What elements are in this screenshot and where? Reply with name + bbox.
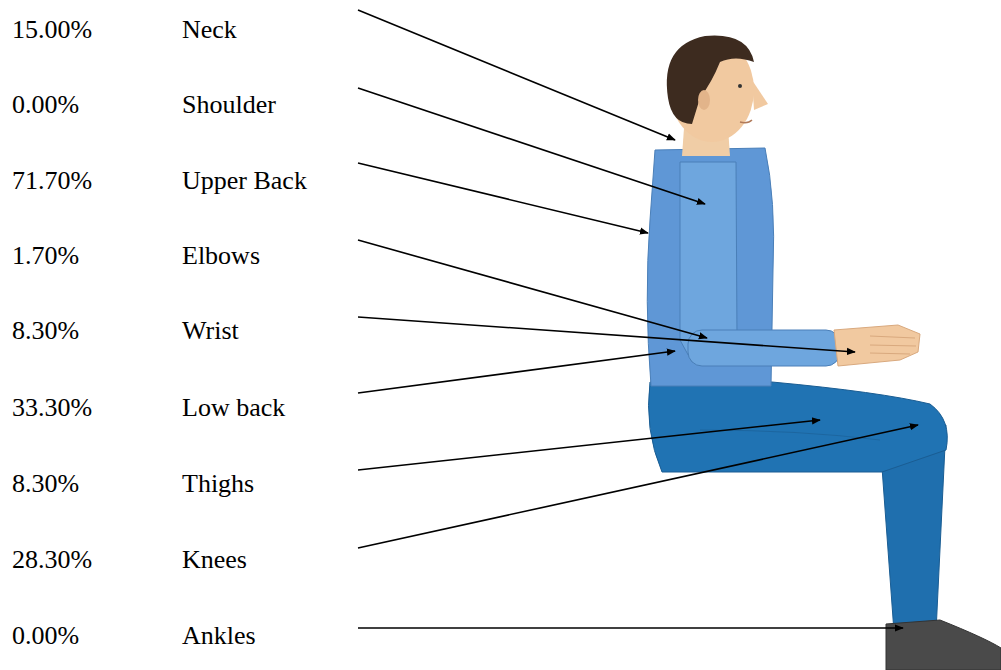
body-part-name: Wrist [182,316,239,346]
percentage-value: 0.00% [12,90,79,120]
percentage-value: 33.30% [12,393,92,423]
percentage-value: 0.00% [12,621,79,651]
body-part-name: Thighs [182,469,254,499]
body-part-name: Elbows [182,241,260,271]
body-part-name: Neck [182,15,237,45]
percentage-value: 15.00% [12,15,92,45]
leader-arrows [358,10,918,628]
body-part-name: Upper Back [182,166,307,196]
seated-man [647,36,1001,670]
percentage-value: 8.30% [12,469,79,499]
percentage-value: 8.30% [12,316,79,346]
percentage-value: 71.70% [12,166,92,196]
body-part-name: Knees [182,545,247,575]
body-part-name: Low back [182,393,285,423]
percentage-value: 1.70% [12,241,79,271]
percentage-value: 28.30% [12,545,92,575]
body-part-name: Ankles [182,621,256,651]
body-part-name: Shoulder [182,90,276,120]
